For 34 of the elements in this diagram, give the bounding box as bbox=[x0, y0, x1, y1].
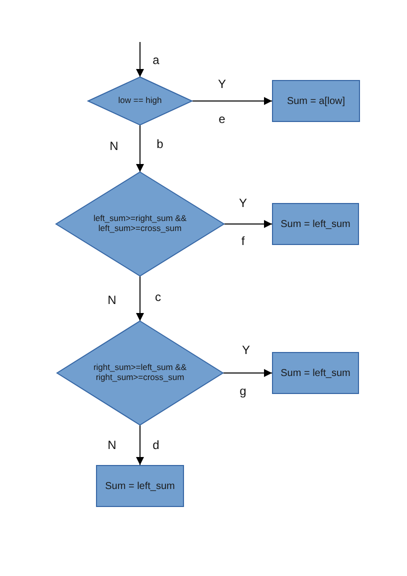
arrow bbox=[222, 369, 272, 377]
branch-label: Y bbox=[218, 77, 226, 91]
branch-label: N bbox=[108, 438, 116, 452]
branch-label: Y bbox=[242, 343, 250, 357]
arrow bbox=[136, 124, 144, 172]
arrow bbox=[192, 97, 272, 105]
branch-label: N bbox=[110, 139, 118, 153]
arrow bbox=[136, 276, 144, 322]
condition-text: low == high bbox=[117, 96, 163, 106]
arrow bbox=[136, 424, 144, 466]
process-box bbox=[96, 465, 184, 507]
condition-text: right_sum>=left_sum && right_sum>=cross_sum bbox=[92, 363, 188, 383]
edge-label: d bbox=[152, 438, 160, 452]
edge-label: g bbox=[240, 384, 246, 398]
arrow bbox=[224, 220, 272, 228]
branch-label: N bbox=[108, 293, 116, 307]
process-box bbox=[272, 203, 359, 245]
process-text: Sum = left_sum bbox=[280, 218, 350, 230]
process-text: Sum = a[low] bbox=[286, 96, 346, 106]
arrow bbox=[136, 42, 144, 78]
decision-diamond bbox=[56, 172, 224, 276]
condition-text: left_sum>=right_sum && left_sum>=cross_sum bbox=[92, 214, 188, 234]
decision-diamond bbox=[57, 321, 223, 425]
edge-label: e bbox=[218, 112, 226, 126]
edge-label: f bbox=[241, 234, 245, 248]
branch-label: Y bbox=[239, 196, 247, 210]
decision-diamond bbox=[88, 77, 192, 125]
edge-label: b bbox=[156, 137, 164, 151]
process-text: Sum = left_sum bbox=[280, 368, 350, 378]
process-box bbox=[272, 352, 359, 394]
edge-label: c bbox=[155, 290, 161, 304]
process-box bbox=[272, 80, 360, 122]
process-text: Sum = left_sum bbox=[105, 480, 175, 492]
edge-label: a bbox=[152, 53, 160, 67]
